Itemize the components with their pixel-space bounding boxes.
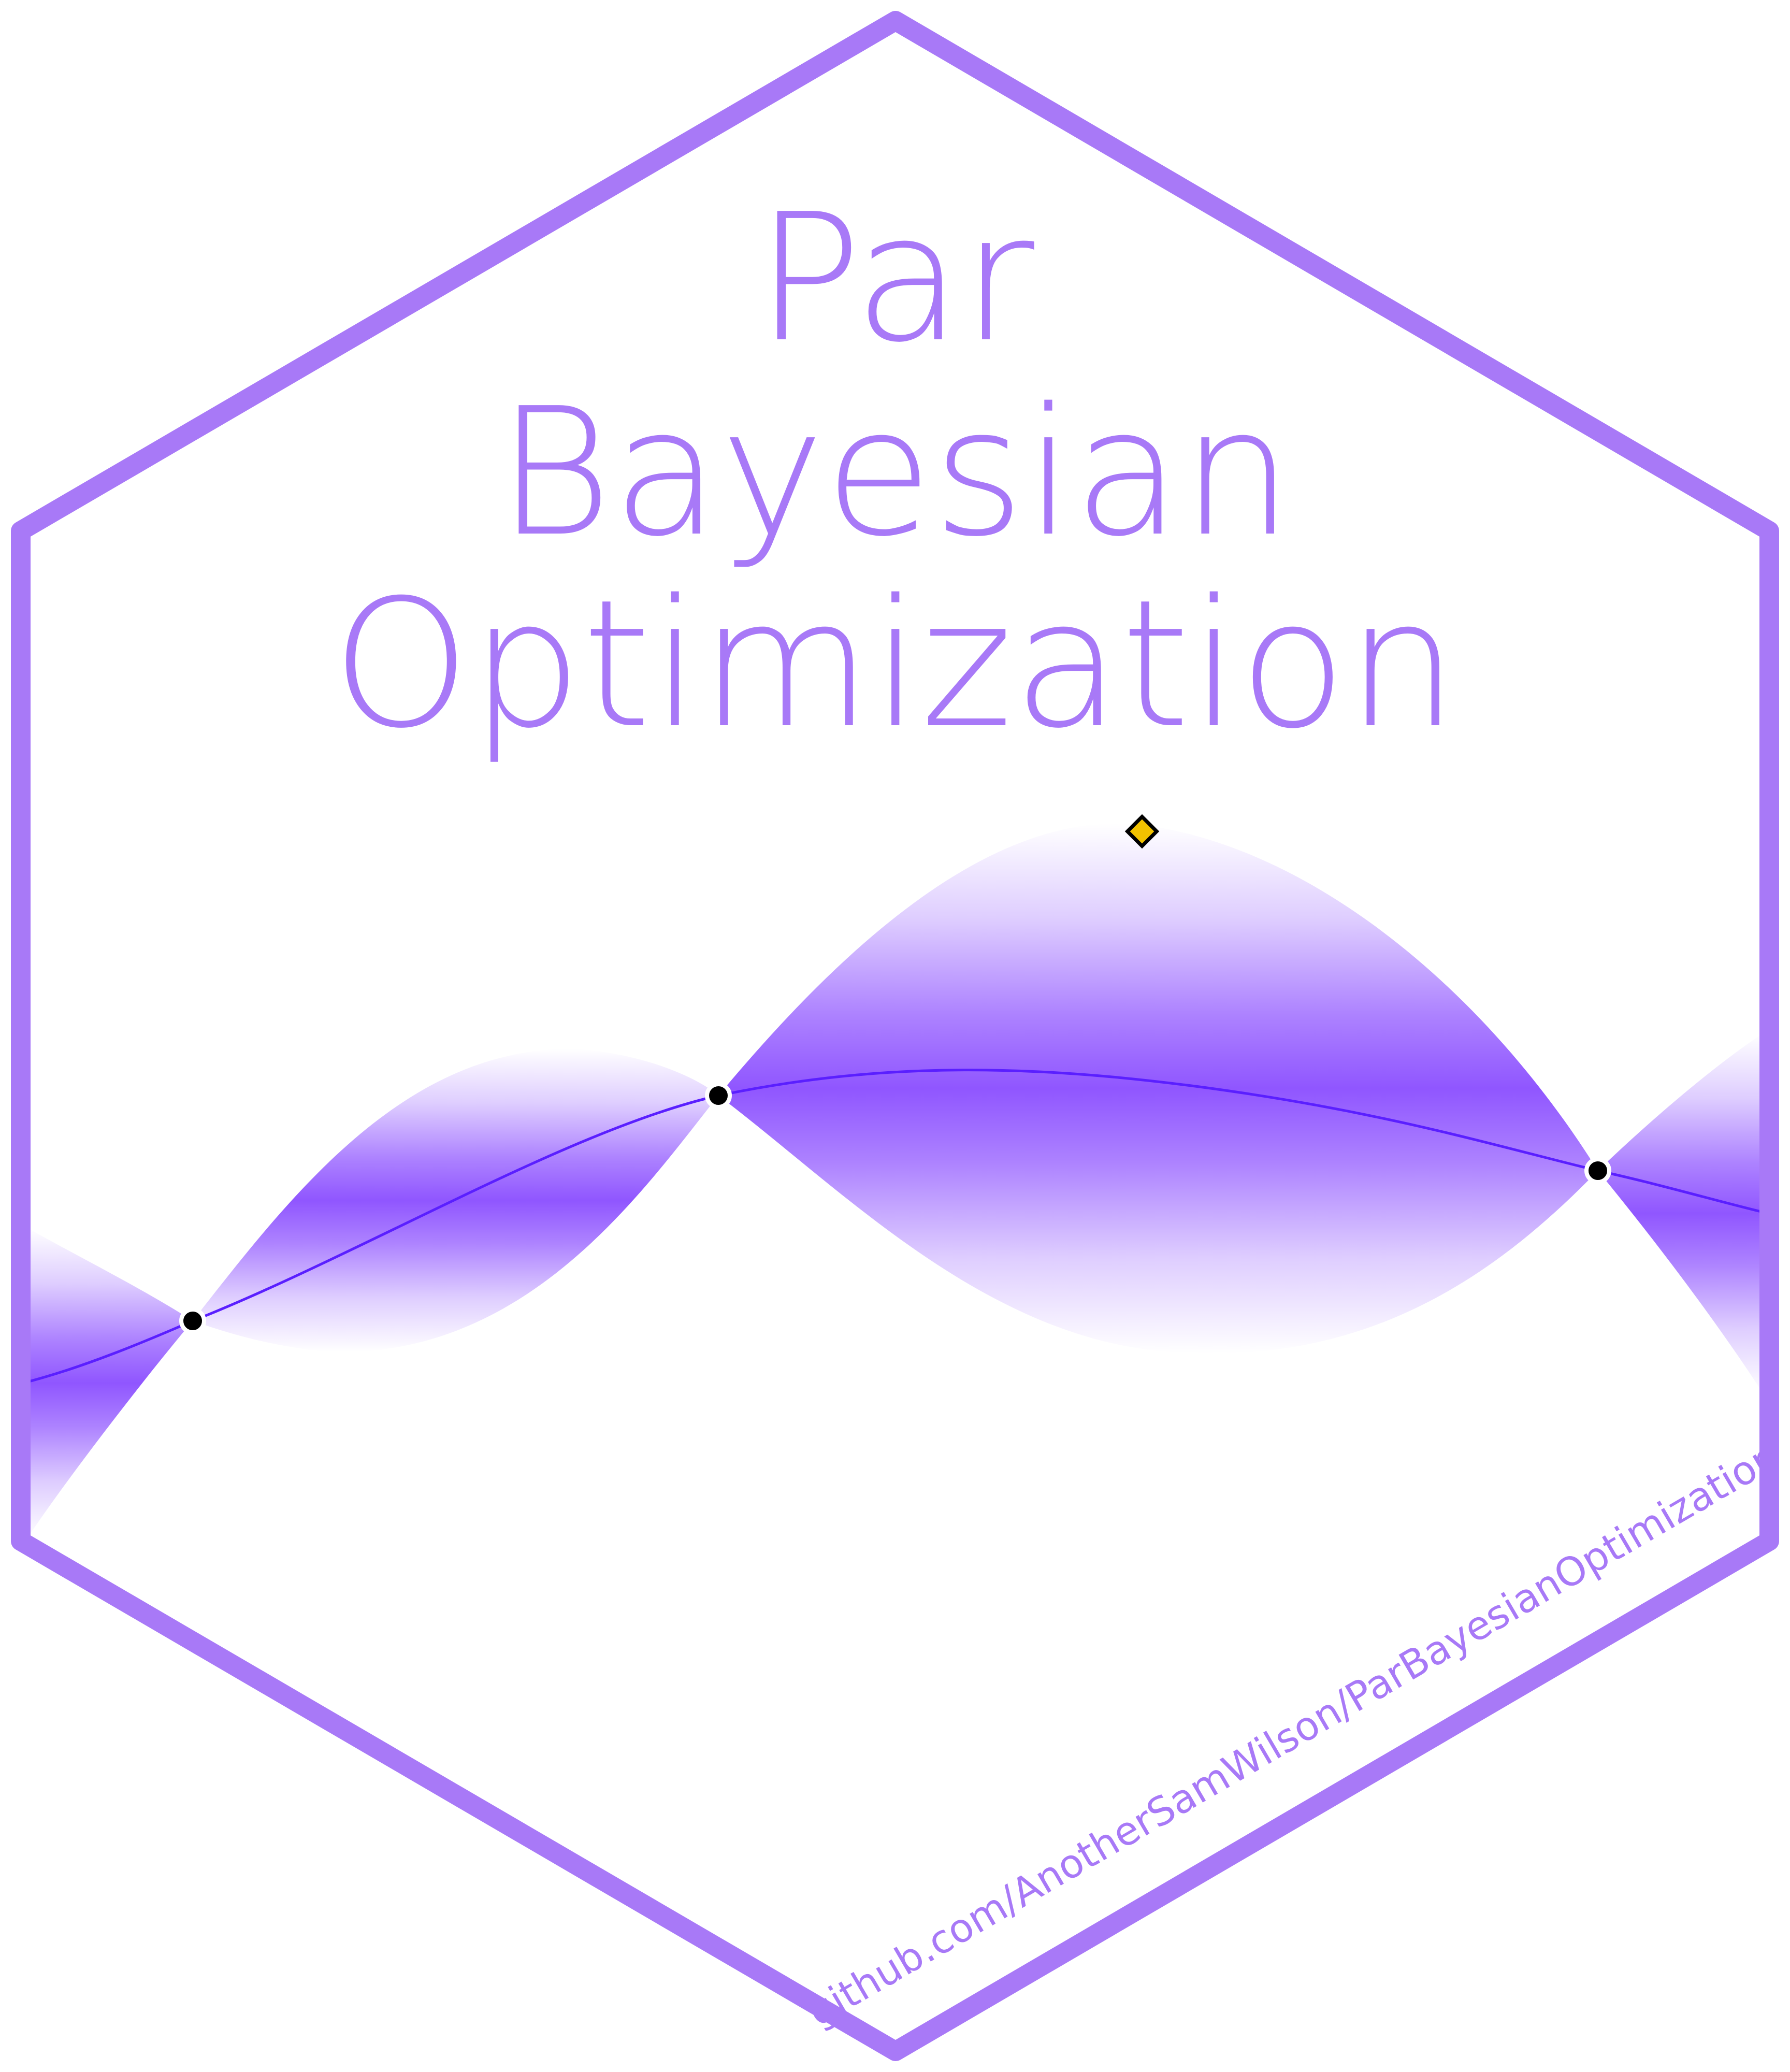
mean-line — [26, 1069, 1764, 1384]
band-segment-3 — [718, 823, 1598, 1354]
repo-url[interactable]: github.com/AnotherSamWilson/ParBayesianO… — [800, 1432, 1787, 2035]
observed-point-2 — [705, 1082, 732, 1109]
title-line-1: Par — [756, 176, 1036, 381]
band-gradient-group — [27, 823, 1763, 1538]
yellow-diamond-icon — [1124, 814, 1160, 849]
observed-point-3 — [1584, 1157, 1611, 1184]
uncertainty-band — [26, 823, 1764, 1538]
band-segment-4 — [1598, 1033, 1763, 1393]
hexagon-border — [11, 11, 1779, 2061]
band-segment-1 — [27, 1228, 193, 1538]
title-line-3: Optimization — [332, 562, 1459, 767]
title-line-2: Bayesian — [497, 370, 1293, 575]
observed-point-1 — [179, 1307, 206, 1334]
